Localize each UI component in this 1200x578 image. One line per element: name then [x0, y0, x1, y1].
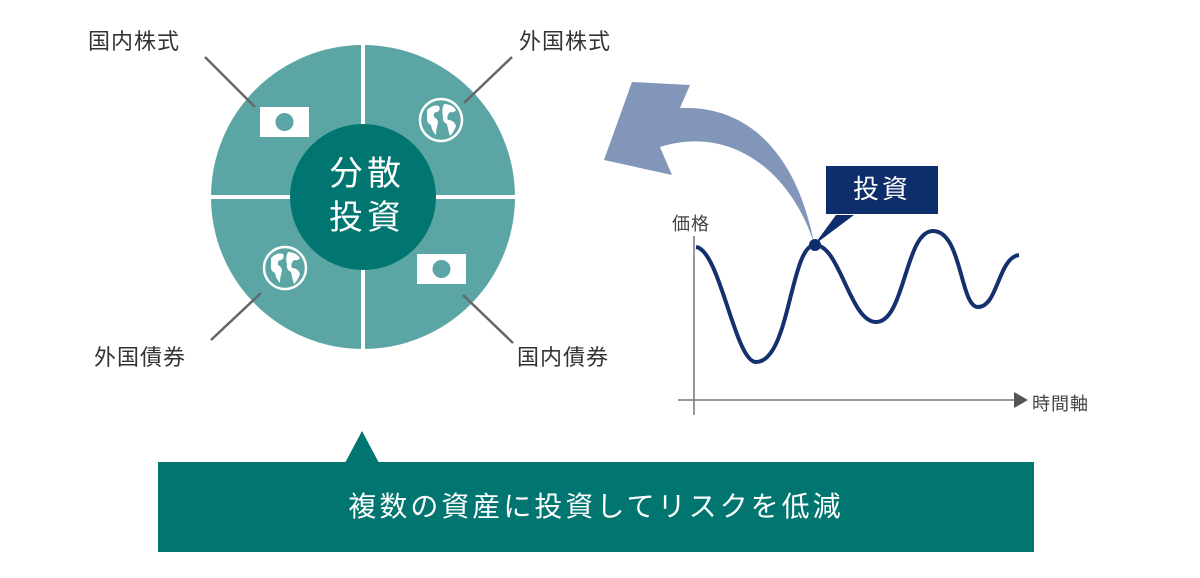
center-title-line1: 分散 [329, 154, 405, 194]
label-foreign-bonds: 外国債券 [94, 346, 187, 371]
investment-callout: 投資 [826, 166, 938, 214]
y-axis-label: 価格 [672, 214, 710, 235]
center-title-line2: 投資 [329, 198, 405, 238]
center-title: 分散 投資 [292, 152, 442, 240]
leader-line-domestic-stocks [204, 56, 256, 108]
center-circle [290, 124, 436, 270]
x-axis-arrow-icon [1014, 392, 1028, 408]
x-axis-label: 時間軸 [1032, 394, 1089, 415]
investment-point [809, 239, 821, 251]
callout-pointer [814, 215, 854, 245]
price-chart [678, 215, 1028, 415]
label-domestic-bonds: 国内債券 [517, 346, 610, 371]
summary-banner: 複数の資産に投資してリスクを低減 [158, 462, 1034, 552]
leader-line-foreign-stocks [463, 56, 513, 104]
banner-pointer [345, 431, 379, 463]
globe-icon [262, 245, 308, 291]
label-domestic-stocks: 国内株式 [88, 30, 181, 55]
price-line [695, 228, 1020, 365]
curved-arrow-icon [604, 82, 814, 243]
label-foreign-stocks: 外国株式 [519, 30, 612, 55]
leader-line-foreign-bonds [210, 292, 262, 341]
japan-flag-icon [260, 107, 309, 137]
globe-icon [418, 97, 464, 143]
leader-line-domestic-bonds [462, 294, 514, 344]
japan-flag-icon [417, 254, 466, 284]
